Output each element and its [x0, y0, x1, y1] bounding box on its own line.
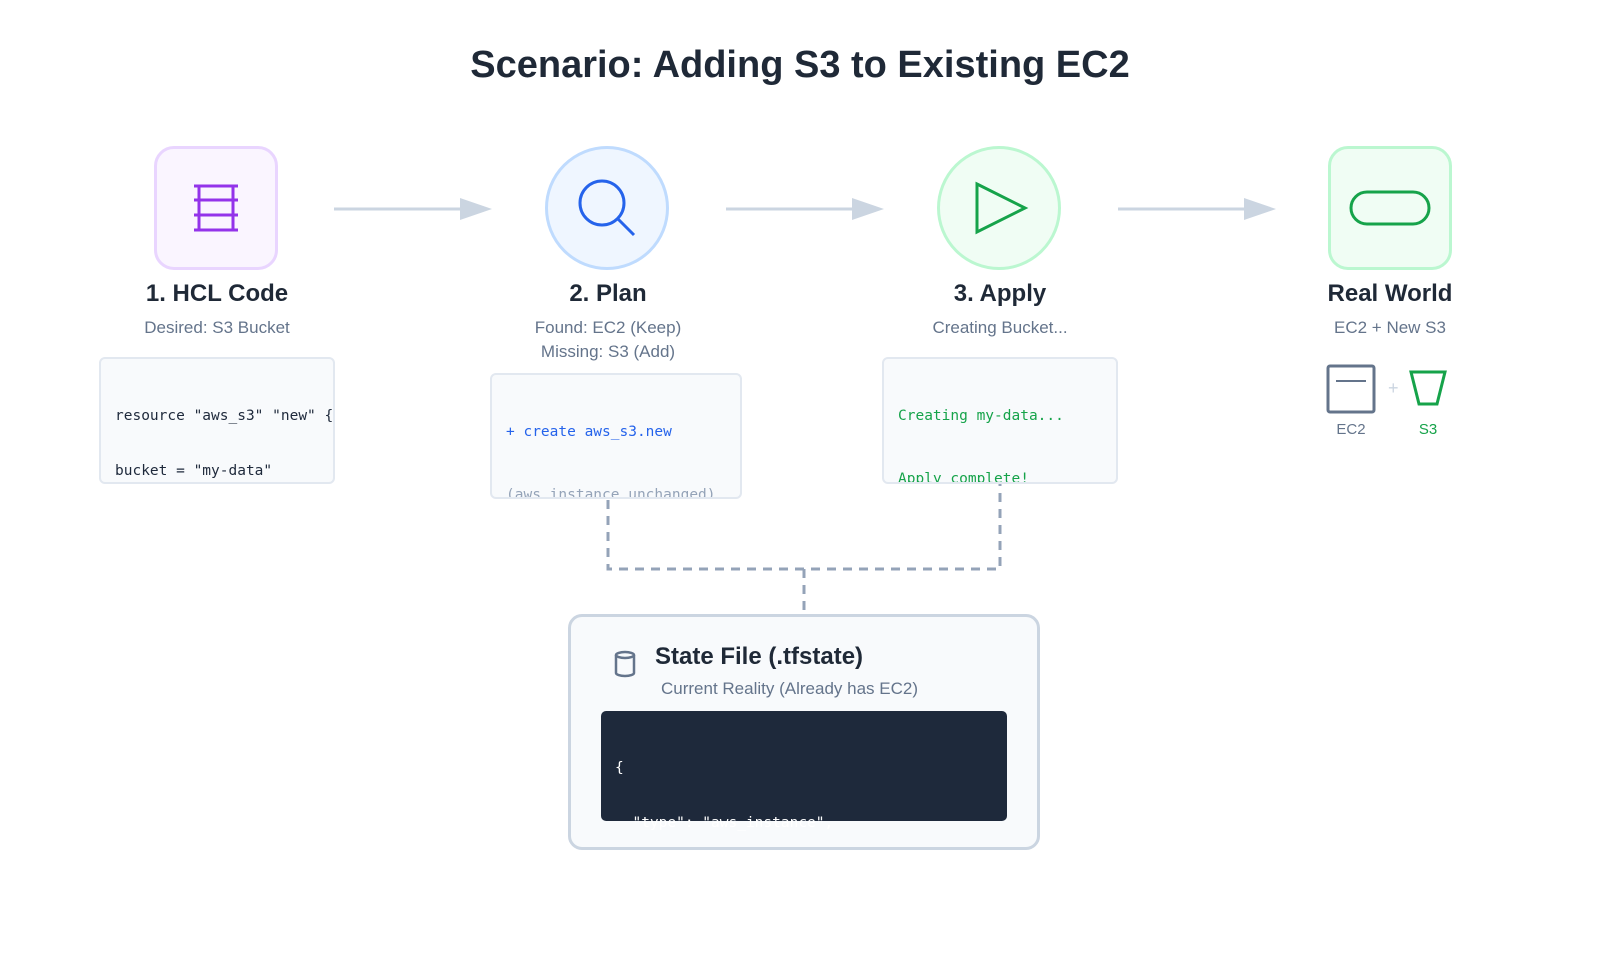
state-code-line: } [615, 925, 624, 941]
state-connector [606, 482, 1002, 614]
state-file-title: State File (.tfstate) [655, 643, 864, 670]
hcl-code-card: resource "aws_s3" "new" { bucket = "my-d… [99, 357, 335, 484]
play-icon [975, 181, 1029, 235]
real-world-title: Real World [1327, 280, 1453, 307]
plan-step-icon [545, 146, 669, 270]
plan-unchanged-line: (aws_instance unchanged) [506, 487, 716, 499]
state-file-card: State File (.tfstate) Current Reality (A… [568, 614, 1040, 941]
ec2-label: EC2 [1336, 421, 1366, 438]
state-code-line: { [615, 760, 624, 776]
page-title: Scenario: Adding S3 to Existing EC2 [470, 44, 1130, 86]
plan-step-desc: Found: EC2 (Keep) Missing: S3 (Add) [458, 316, 758, 364]
s3-bucket-icon [1409, 370, 1447, 406]
code-block-icon [194, 184, 238, 232]
ec2-icon [1326, 364, 1376, 414]
hcl-step-title: 1. HCL Code [145, 280, 289, 307]
cloud-pill-icon [1349, 190, 1431, 226]
plan-create-line: + create aws_s3.new [506, 424, 672, 440]
apply-log-line: Creating my-data... [898, 408, 1064, 424]
plus-sign: + [1388, 378, 1399, 398]
search-icon [578, 179, 636, 237]
plan-desc-line: Missing: S3 (Add) [540, 342, 676, 361]
real-world-icon [1328, 146, 1452, 270]
s3-label: S3 [1418, 421, 1438, 438]
real-world-desc: EC2 + New S3 [1334, 318, 1446, 337]
apply-log-line: Apply complete! [898, 471, 1029, 484]
plan-code-card: + create aws_s3.new (aws_instance unchan… [490, 373, 742, 499]
code-line: resource "aws_s3" "new" { [115, 408, 334, 424]
hcl-step-desc: Desired: S3 Bucket [144, 318, 290, 337]
flow-arrow [726, 198, 884, 220]
apply-code-card: Creating my-data... Apply complete! [882, 357, 1118, 484]
plan-desc-line: Found: EC2 (Keep) [534, 318, 682, 337]
plan-step-title: 2. Plan [569, 280, 647, 307]
code-line: bucket = "my-data" [115, 463, 273, 479]
database-icon [614, 650, 636, 678]
state-code-line: "type": "aws_instance", [615, 815, 834, 831]
state-file-code: { "type": "aws_instance", "id": "i-0abc1… [601, 711, 1007, 941]
flow-arrow [334, 198, 492, 220]
apply-step-desc: Creating Bucket... [932, 318, 1068, 337]
apply-step-title: 3. Apply [953, 280, 1047, 307]
state-code-line: "id": "i-0abc123" [615, 870, 781, 886]
apply-step-icon [937, 146, 1061, 270]
state-file-subtitle: Current Reality (Already has EC2) [661, 679, 918, 698]
flow-arrow [1118, 198, 1276, 220]
hcl-step-icon [154, 146, 278, 270]
